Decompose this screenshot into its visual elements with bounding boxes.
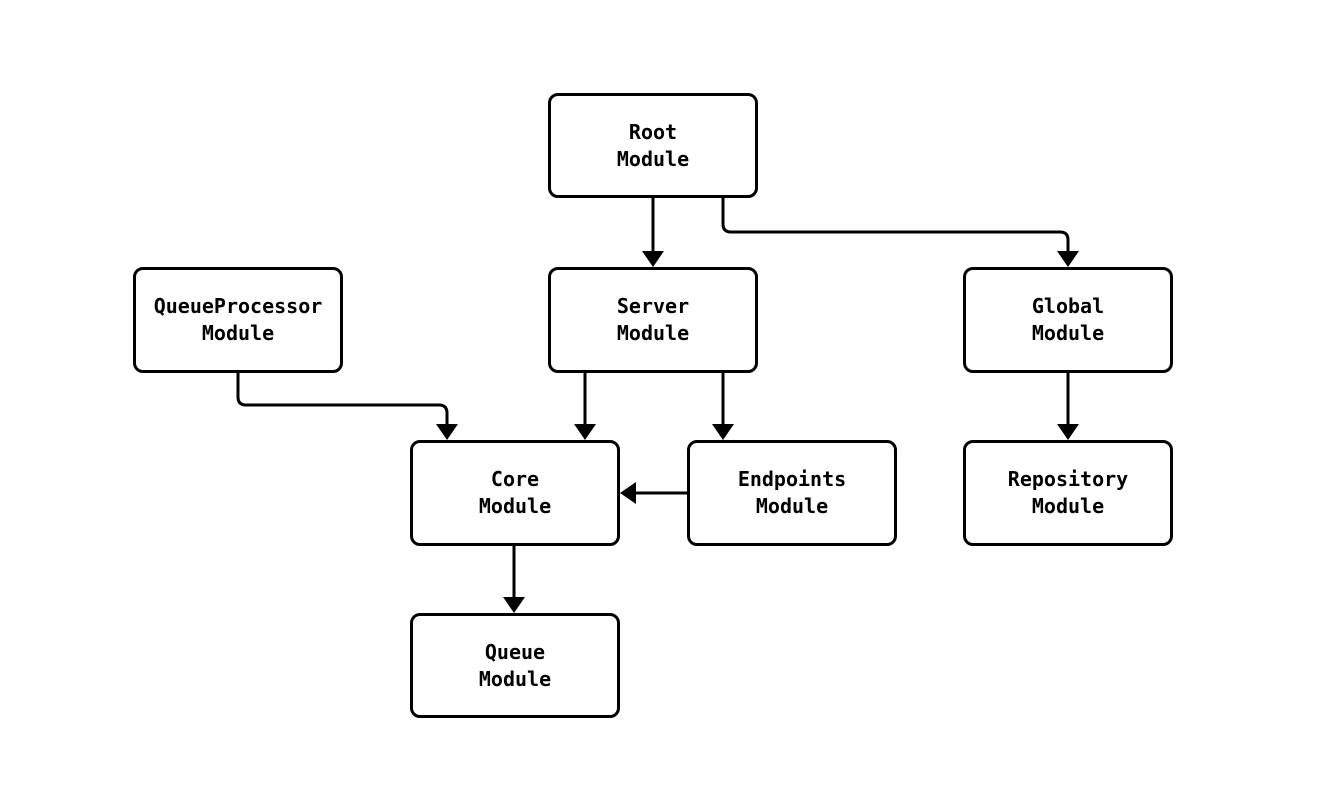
- node-label-line: Core: [490, 467, 540, 491]
- node-queueprocessor-module: QueueProcessor Module: [133, 267, 343, 373]
- node-label-line: Server: [616, 294, 690, 318]
- node-label-line: Module: [1031, 494, 1105, 518]
- node-label-line: Root: [628, 119, 678, 144]
- node-label-line: Module: [616, 146, 690, 171]
- node-label-line: Queue: [484, 639, 546, 664]
- node-core-module: Core Module: [410, 440, 620, 546]
- node-label-line: Module: [478, 666, 552, 691]
- edge-root-to-global: [721, 198, 1079, 267]
- node-label-line: Module: [201, 321, 275, 345]
- edge-queueprocessor-to-core: [236, 373, 458, 440]
- node-label-line: Global: [1031, 294, 1105, 318]
- node-label-line: Repository: [1007, 467, 1129, 491]
- node-label-line: QueueProcessor: [153, 294, 323, 318]
- node-endpoints-module: Endpoints Module: [687, 440, 897, 546]
- node-label-line: Endpoints: [737, 467, 847, 491]
- node-repository-module: Repository Module: [963, 440, 1173, 546]
- node-label-line: Module: [1031, 321, 1105, 345]
- node-label-line: Module: [616, 321, 690, 345]
- node-root-module: Root Module: [548, 93, 758, 198]
- node-label-line: Module: [478, 494, 552, 518]
- node-queue-module: Queue Module: [410, 613, 620, 718]
- node-label-line: Module: [755, 494, 829, 518]
- node-server-module: Server Module: [548, 267, 758, 373]
- node-global-module: Global Module: [963, 267, 1173, 373]
